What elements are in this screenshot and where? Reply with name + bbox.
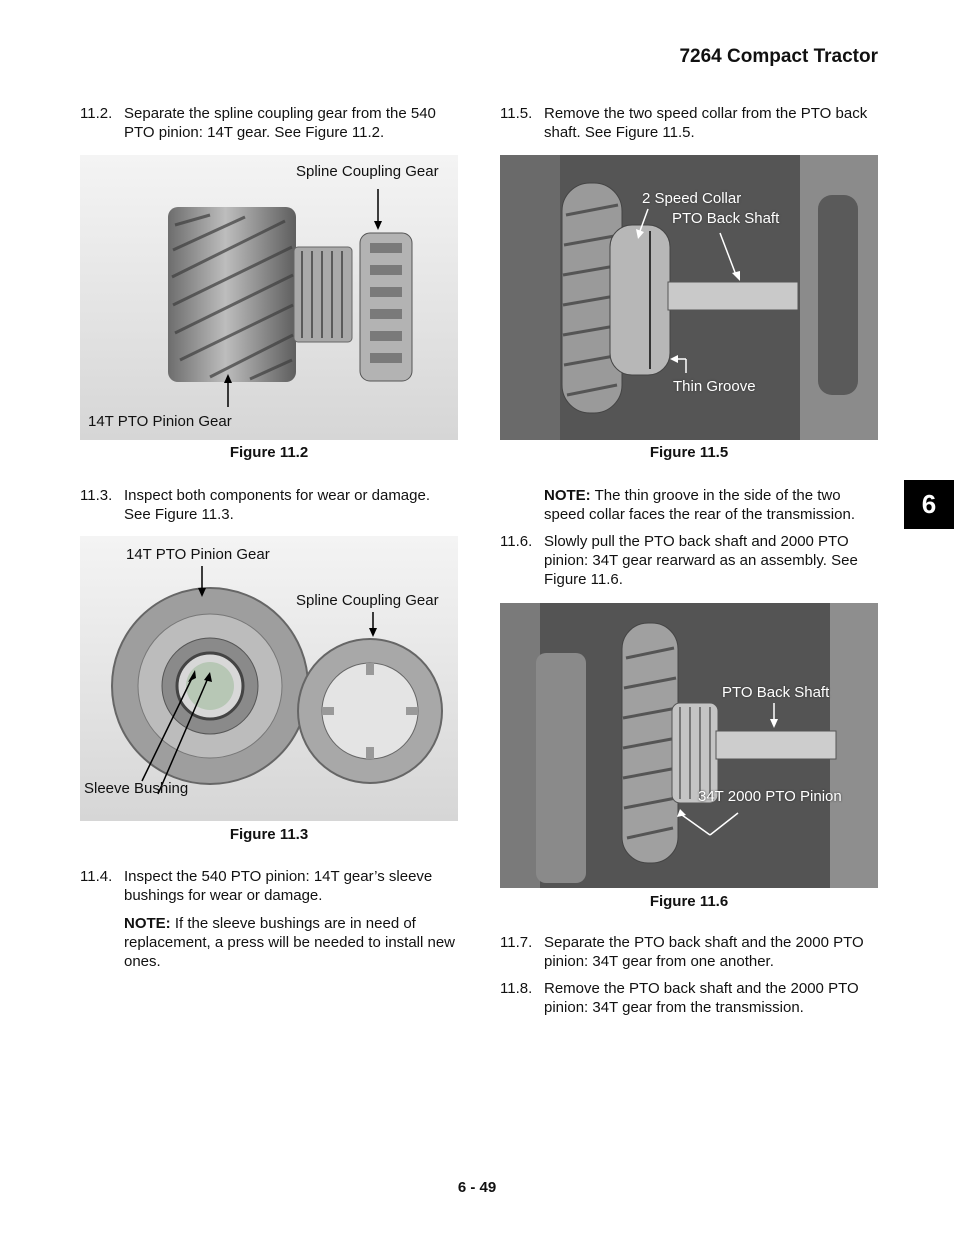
step-number: 11.2. (80, 105, 113, 122)
step-number: 11.5. (500, 105, 533, 122)
step-number: 11.7. (500, 934, 533, 951)
page-title: 7264 Compact Tractor (679, 46, 878, 67)
note-label: NOTE: (124, 915, 171, 932)
step-11-7: 11.7. Separate the PTO back shaft and th… (500, 933, 878, 971)
label-spline-coupling-gear: Spline Coupling Gear (296, 592, 439, 609)
label-34t-2000-pto-pinion: 34T 2000 PTO Pinion (698, 788, 842, 805)
figure-11-6-image: PTO Back Shaft 34T 2000 PTO Pinion (500, 603, 878, 888)
step-text: Inspect both components for wear or dama… (124, 487, 431, 523)
note-text: If the sleeve bushings are in need of re… (124, 915, 456, 970)
label-pto-back-shaft: PTO Back Shaft (722, 684, 830, 701)
label-2-speed-collar: 2 Speed Collar (642, 190, 742, 207)
step-number: 11.3. (80, 487, 113, 504)
step-11-3: 11.3. Inspect both components for wear o… (80, 486, 458, 524)
chapter-tab: 6 (904, 480, 954, 529)
step-11-8: 11.8. Remove the PTO back shaft and the … (500, 979, 878, 1017)
step-11-6: 11.6. Slowly pull the PTO back shaft and… (500, 532, 878, 589)
figure-11-2-image: Spline Coupling Gear 14T PTO Pinion Gear (80, 155, 458, 440)
figure-caption: Figure 11.2 (229, 444, 309, 461)
label-14t-pto-pinion-gear: 14T PTO Pinion Gear (126, 546, 270, 563)
label-pto-back-shaft: PTO Back Shaft (672, 210, 780, 227)
step-text: Separate the PTO back shaft and the 2000… (544, 934, 864, 970)
figure-11-3-image: 14T PTO Pinion Gear Spline Coupling Gear… (80, 536, 458, 821)
figure-caption: Figure 11.5 (649, 444, 729, 461)
figure-11-5-image: 2 Speed Collar PTO Back Shaft Thin Groov… (500, 155, 878, 440)
label-sleeve-bushing: Sleeve Bushing (84, 780, 189, 797)
note-11-5: NOTE: The thin groove in the side of the… (544, 486, 878, 524)
step-11-5: 11.5. Remove the two speed collar from t… (500, 104, 878, 142)
label-spline-coupling-gear: Spline Coupling Gear (296, 163, 439, 180)
step-number: 11.4. (80, 868, 113, 885)
note-label: NOTE: (544, 487, 591, 504)
note-text: The thin groove in the side of the two s… (544, 487, 855, 523)
step-text: Slowly pull the PTO back shaft and 2000 … (544, 533, 858, 588)
figure-caption: Figure 11.6 (649, 893, 729, 910)
step-text: Remove the two speed collar from the PTO… (544, 105, 868, 141)
step-11-2: 11.2. Separate the spline coupling gear … (80, 104, 458, 142)
step-number: 11.6. (500, 533, 533, 550)
step-number: 11.8. (500, 980, 533, 997)
figure-caption: Figure 11.3 (229, 826, 309, 843)
step-11-4: 11.4. Inspect the 540 PTO pinion: 14T ge… (80, 867, 458, 905)
note-11-4: NOTE: If the sleeve bushings are in need… (124, 914, 458, 971)
label-thin-groove: Thin Groove (673, 378, 756, 395)
label-14t-pto-pinion-gear: 14T PTO Pinion Gear (88, 413, 232, 430)
page-number: 6 - 49 (457, 1179, 497, 1196)
step-text: Inspect the 540 PTO pinion: 14T gear’s s… (124, 868, 433, 904)
step-text: Separate the spline coupling gear from t… (124, 105, 436, 141)
step-text: Remove the PTO back shaft and the 2000 P… (544, 980, 859, 1016)
